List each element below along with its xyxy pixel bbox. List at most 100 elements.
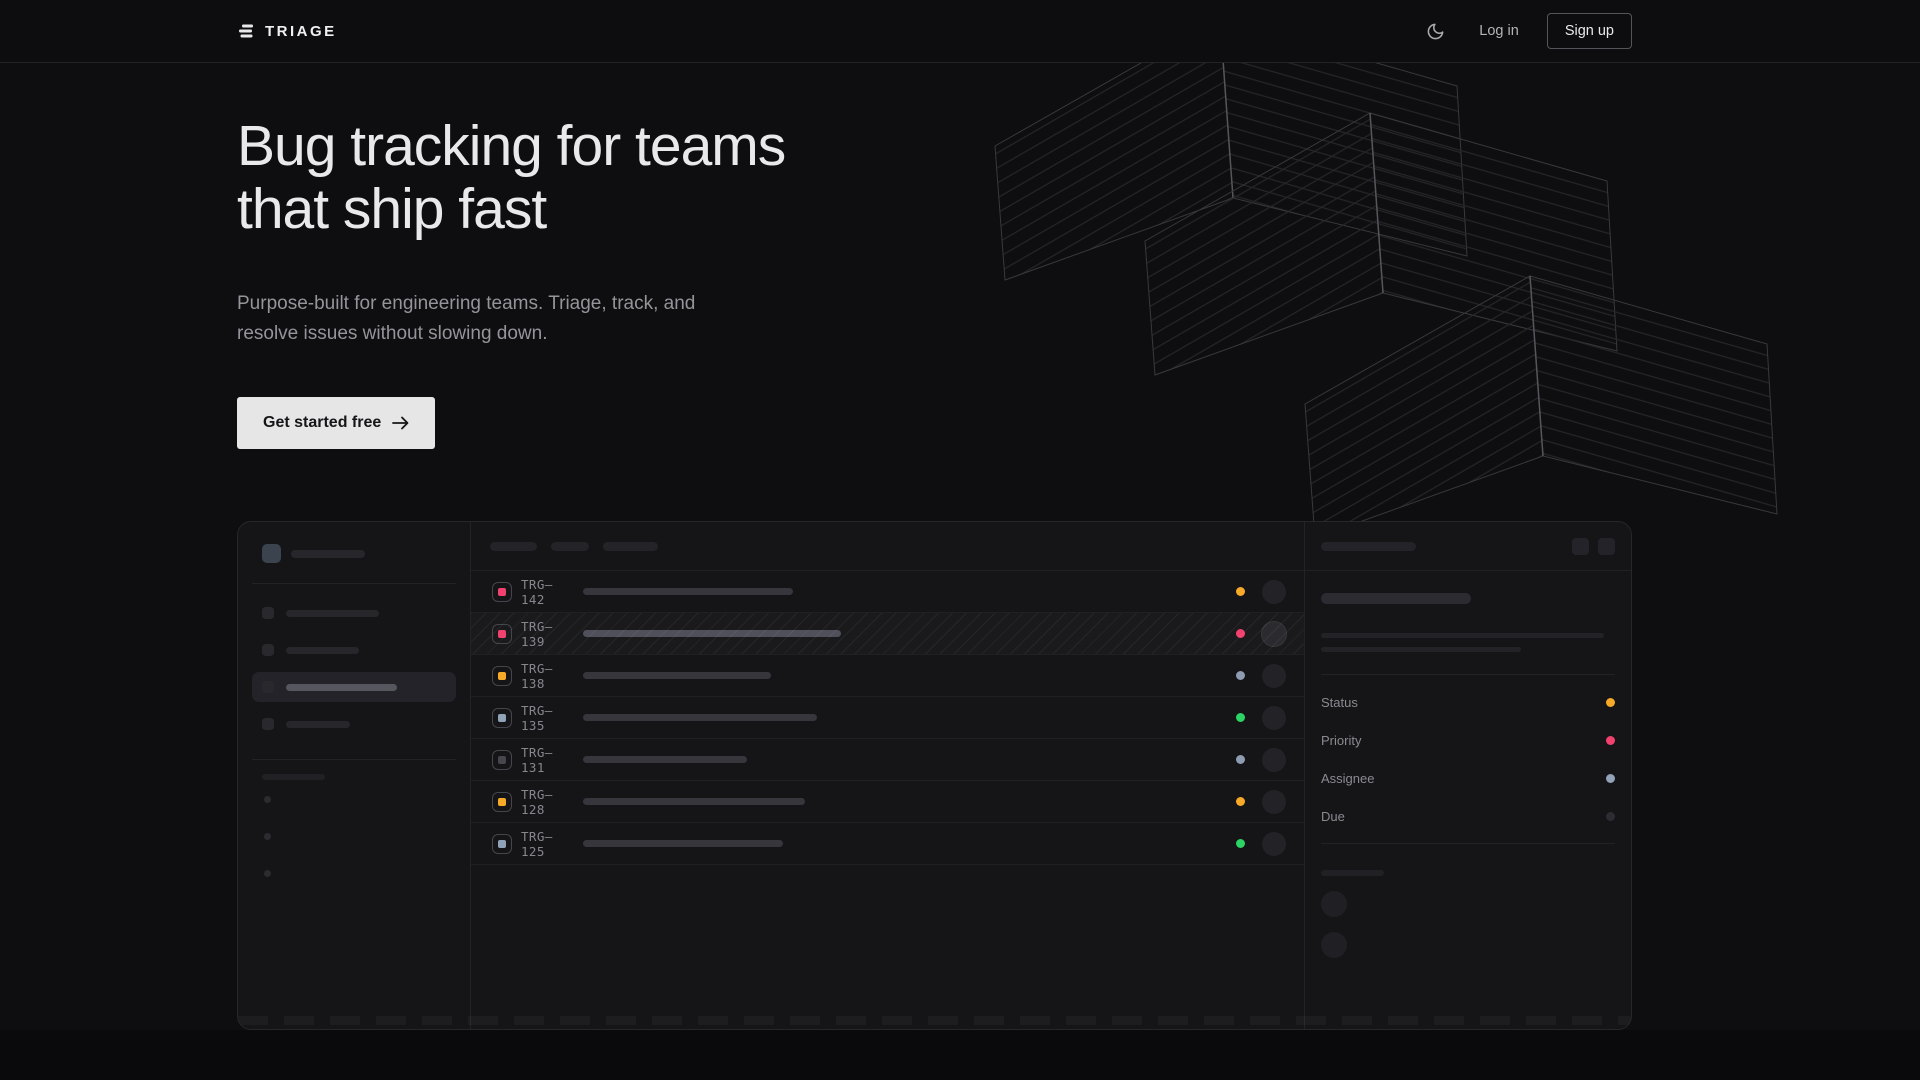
activity-avatar [1321,891,1347,917]
sidebar-nav-item-active [252,672,456,702]
status-dot [1236,587,1245,596]
assignee-avatar [1262,789,1286,814]
status-dot [1236,755,1245,764]
issue-title-skeleton [583,756,747,763]
issue-type-icon [492,581,512,602]
nav-item-skeleton [286,720,350,728]
status-dot [1236,713,1245,722]
sidebar-nav-item [252,598,456,628]
nav-right: Log in Sign up [1419,13,1632,49]
issue-type-icon [492,623,512,644]
issue-row[interactable]: TRG–139 [471,613,1304,655]
assignee-avatar [1262,579,1286,604]
issue-row[interactable]: TRG–125 [471,823,1304,865]
property-label: Priority [1321,732,1362,748]
panel-action-button[interactable] [1572,537,1589,555]
property-value-dot [1606,697,1615,707]
sidebar-nav-item [252,635,456,665]
property-row[interactable]: Priority [1321,721,1615,759]
nav-item-icon [262,644,274,656]
log-in-link[interactable]: Log in [1479,23,1519,39]
issue-row[interactable]: TRG–142 [471,571,1304,613]
issue-id: TRG–138 [521,660,553,691]
panel-title-skeleton [1321,541,1416,551]
assignee-avatar [1262,621,1286,646]
workspace-icon [262,544,281,563]
issue-row[interactable]: TRG–128 [471,781,1304,823]
issue-title-skeleton [583,714,817,721]
property-row[interactable]: Due [1321,797,1615,835]
issue-id: TRG–131 [521,744,553,775]
nav-item-icon [262,681,274,693]
property-value-dot [1606,773,1615,783]
assignee-avatar [1262,705,1286,730]
property-row[interactable]: Assignee [1321,759,1615,797]
hero-subtitle: Purpose-built for engineering teams. Tri… [237,293,696,344]
sidebar-dot [264,870,271,877]
status-dot [1236,797,1245,806]
sign-up-button[interactable]: Sign up [1546,13,1632,49]
issue-type-icon [492,749,512,770]
issue-row[interactable]: TRG–138 [471,655,1304,697]
issue-type-icon [492,791,512,812]
sidebar-dot [264,833,271,840]
list-tab-skeleton [603,541,658,551]
assignee-avatar [1262,831,1286,856]
property-row[interactable]: Status [1321,683,1615,721]
issue-description-skeleton [1321,633,1604,638]
status-dot [1236,671,1245,680]
property-label: Assignee [1321,770,1375,786]
workspace-name-skeleton [291,549,365,558]
theme-toggle-button[interactable] [1419,15,1451,47]
issue-type-icon [492,665,512,686]
issue-title-skeleton [583,798,805,805]
nav-item-skeleton [286,646,359,654]
nav-item-skeleton [286,683,397,691]
nav-item-icon [262,718,274,730]
property-label: Status [1321,694,1358,710]
panel-action-button[interactable] [1598,537,1615,555]
divider [1321,843,1615,844]
sidebar-section-skeleton [262,774,325,780]
brand[interactable]: TRIAGE [237,22,337,40]
issue-title-skeleton [583,672,771,679]
activity-avatar [1321,932,1347,958]
top-nav: TRIAGE Log in Sign up [0,0,1920,63]
activity-section-skeleton [1321,870,1384,876]
triage-logo-icon [239,24,253,38]
property-value-dot [1606,811,1615,821]
list-tab-skeleton [551,541,589,551]
divider [252,759,456,760]
issue-row[interactable]: TRG–131 [471,739,1304,781]
assignee-avatar [1262,747,1286,772]
issue-id: TRG–125 [521,828,553,859]
moon-icon [1427,23,1444,39]
wireframe-ribbons-decoration [994,63,1778,533]
get-started-button[interactable]: Get started free [237,397,436,449]
issue-title-skeleton [583,840,783,847]
issue-row[interactable]: TRG–135 [471,697,1304,739]
property-label: Due [1321,808,1345,824]
get-started-label: Get started free [263,414,382,431]
status-dot [1236,839,1245,848]
issue-type-icon [492,833,512,854]
brand-name: TRIAGE [265,22,337,40]
issue-title-skeleton [583,630,841,637]
footer-strip [0,1030,1920,1080]
divider [252,583,456,584]
issue-title-skeleton [583,588,793,595]
issue-title-skeleton [1321,593,1471,604]
issue-description-skeleton [1321,647,1521,652]
issue-id: TRG–128 [521,786,553,817]
property-value-dot [1606,735,1615,745]
issue-id: TRG–135 [521,702,553,733]
nav-item-icon [262,607,274,619]
